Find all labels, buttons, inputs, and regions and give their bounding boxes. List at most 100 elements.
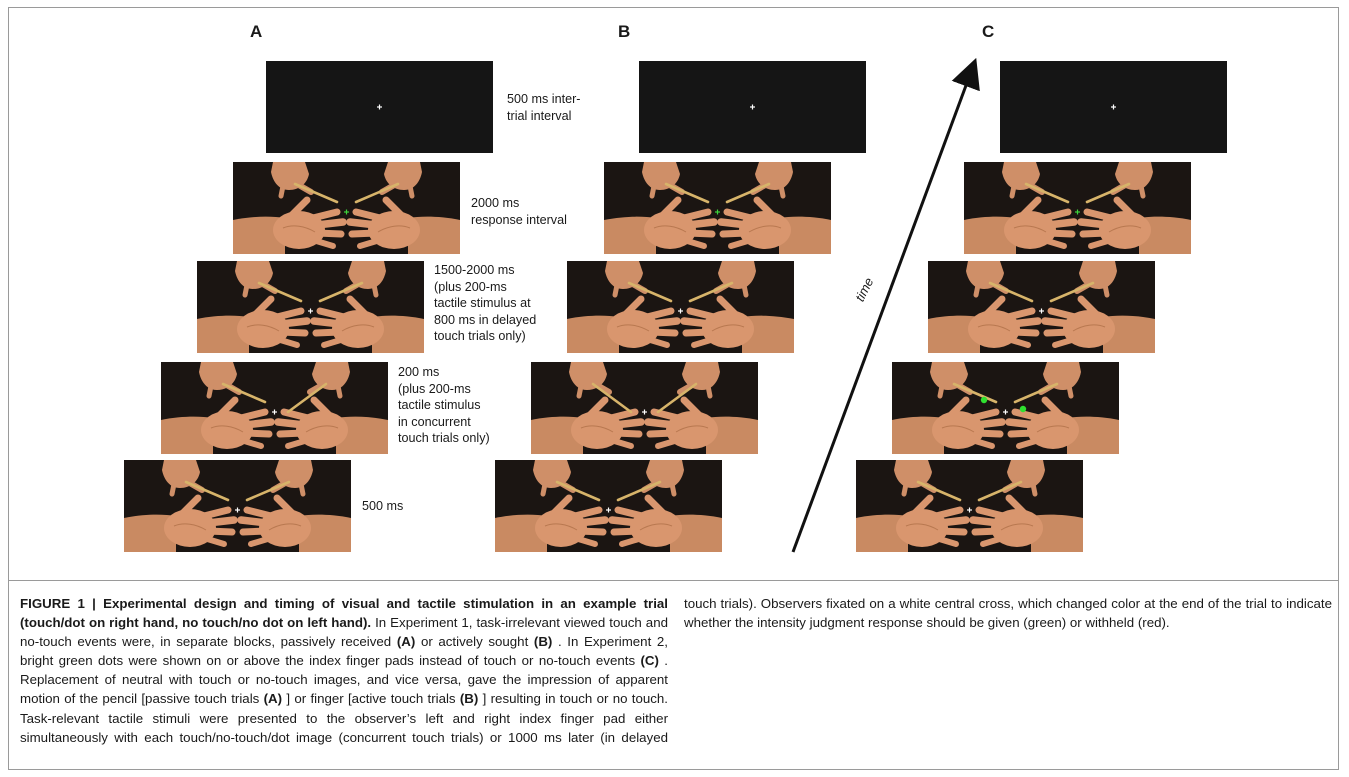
palm-hand-icon	[928, 299, 1038, 353]
pencil-holder-hand-icon	[271, 162, 337, 202]
b-fixation-frame	[639, 61, 866, 153]
fixation-cross-icon	[715, 210, 720, 215]
pencil-holder-hand-icon	[356, 162, 422, 202]
palm-hand-icon	[721, 200, 831, 254]
timing-label-stimulus: 1500-2000 ms (plus 200-ms tactile stimul…	[434, 262, 536, 345]
a-response-frame	[233, 162, 460, 254]
fixation-cross-icon	[750, 105, 755, 110]
a-stimulus-frame	[197, 261, 424, 353]
palm-hand-icon	[567, 299, 677, 353]
timing-line: 500 ms	[362, 498, 403, 515]
a-touch-frame	[161, 362, 388, 454]
pencil-holder-hand-icon	[605, 261, 671, 301]
c-neutral-frame	[856, 460, 1083, 552]
palm-hand-icon	[684, 299, 794, 353]
timing-line: touch trials only)	[434, 328, 536, 345]
pencil-holder-hand-icon	[199, 362, 265, 402]
caption-ref: (A)	[397, 634, 415, 649]
timing-label-touch: 200 ms (plus 200-ms tactile stimulus in …	[398, 364, 490, 447]
pencil-holder-hand-icon	[894, 460, 960, 500]
fixation-cross-icon	[1111, 105, 1116, 110]
b-touch-frame	[531, 362, 758, 454]
caption-ref: (A)	[264, 691, 282, 706]
timing-line: 500 ms inter-	[507, 91, 581, 108]
pencil-holder-hand-icon	[320, 261, 386, 301]
timing-line: 1500-2000 ms	[434, 262, 536, 279]
palm-hand-icon	[1081, 200, 1191, 254]
timing-line: trial interval	[507, 108, 581, 125]
pencil-holder-hand-icon	[690, 261, 756, 301]
pencil-holder-hand-icon	[1002, 162, 1068, 202]
fixation-cross-icon	[678, 309, 683, 314]
timing-line: 800 ms in delayed	[434, 312, 536, 329]
palm-hand-icon	[161, 400, 271, 454]
panel-label-b: B	[618, 22, 630, 42]
pencil-holder-hand-icon	[618, 460, 684, 500]
fixation-cross-icon	[344, 210, 349, 215]
c-stimulus-frame	[928, 261, 1155, 353]
timing-line: (plus 200-ms	[434, 279, 536, 296]
pencil-holder-hand-icon	[247, 460, 313, 500]
panel-label-c: C	[982, 22, 994, 42]
a-fixation-frame	[266, 61, 493, 153]
palm-hand-icon	[241, 498, 351, 552]
timing-line: touch trials only)	[398, 430, 490, 447]
panel-label-a: A	[250, 22, 262, 42]
fixation-cross-icon	[1039, 309, 1044, 314]
green-dot-icon	[981, 397, 987, 403]
pencil-holder-hand-icon	[930, 362, 996, 402]
pencil-holder-hand-icon	[235, 261, 301, 301]
palm-hand-icon	[856, 498, 966, 552]
fixation-cross-icon	[272, 410, 277, 415]
caption-text: ] or finger [active touch trials	[286, 691, 455, 706]
palm-hand-icon	[612, 498, 722, 552]
palm-hand-icon	[1045, 299, 1155, 353]
caption-ref: (B)	[460, 691, 478, 706]
green-dot-icon	[1020, 406, 1026, 412]
c-dot-frame	[892, 362, 1119, 454]
caption-text: or actively sought	[421, 634, 528, 649]
pencil-holder-hand-icon	[979, 460, 1045, 500]
caption-ref: (C)	[640, 653, 658, 668]
palm-hand-icon	[973, 498, 1083, 552]
palm-hand-icon	[314, 299, 424, 353]
fixation-cross-icon	[1003, 410, 1008, 415]
fixation-cross-icon	[308, 309, 313, 314]
palm-hand-icon	[124, 498, 234, 552]
pencil-holder-hand-icon	[966, 261, 1032, 301]
timing-label-response: 2000 ms response interval	[471, 195, 567, 228]
timing-label-neutral: 500 ms	[362, 498, 403, 515]
fixation-cross-icon	[967, 508, 972, 513]
a-neutral-frame	[124, 460, 351, 552]
b-response-frame	[604, 162, 831, 254]
figure-id: FIGURE 1 |	[20, 596, 96, 611]
c-fixation-frame	[1000, 61, 1227, 153]
fixation-cross-icon	[377, 105, 382, 110]
timing-line: in concurrent	[398, 414, 490, 431]
palm-hand-icon	[604, 200, 714, 254]
pencil-holder-hand-icon	[162, 460, 228, 500]
pencil-holder-hand-icon	[533, 460, 599, 500]
fixation-cross-icon	[606, 508, 611, 513]
palm-hand-icon	[350, 200, 460, 254]
palm-hand-icon	[892, 400, 1002, 454]
timing-line: (plus 200-ms	[398, 381, 490, 398]
caption-divider	[8, 580, 1339, 581]
caption-ref: (B)	[534, 634, 552, 649]
palm-hand-icon	[197, 299, 307, 353]
timing-line: tactile stimulus	[398, 397, 490, 414]
pencil-holder-hand-icon	[1015, 362, 1081, 402]
pencil-holder-hand-icon	[1051, 261, 1117, 301]
pencil-holder-hand-icon	[1087, 162, 1153, 202]
timing-line: tactile stimulus at	[434, 295, 536, 312]
pencil-holder-hand-icon	[642, 162, 708, 202]
timing-line: 2000 ms	[471, 195, 567, 212]
pencil-holder-hand-icon	[727, 162, 793, 202]
c-response-frame	[964, 162, 1191, 254]
timing-line: response interval	[471, 212, 567, 229]
caption-body: FIGURE 1 | Experimental design and timin…	[20, 594, 1332, 766]
b-neutral-frame	[495, 460, 722, 552]
palm-hand-icon	[233, 200, 343, 254]
palm-hand-icon	[495, 498, 605, 552]
